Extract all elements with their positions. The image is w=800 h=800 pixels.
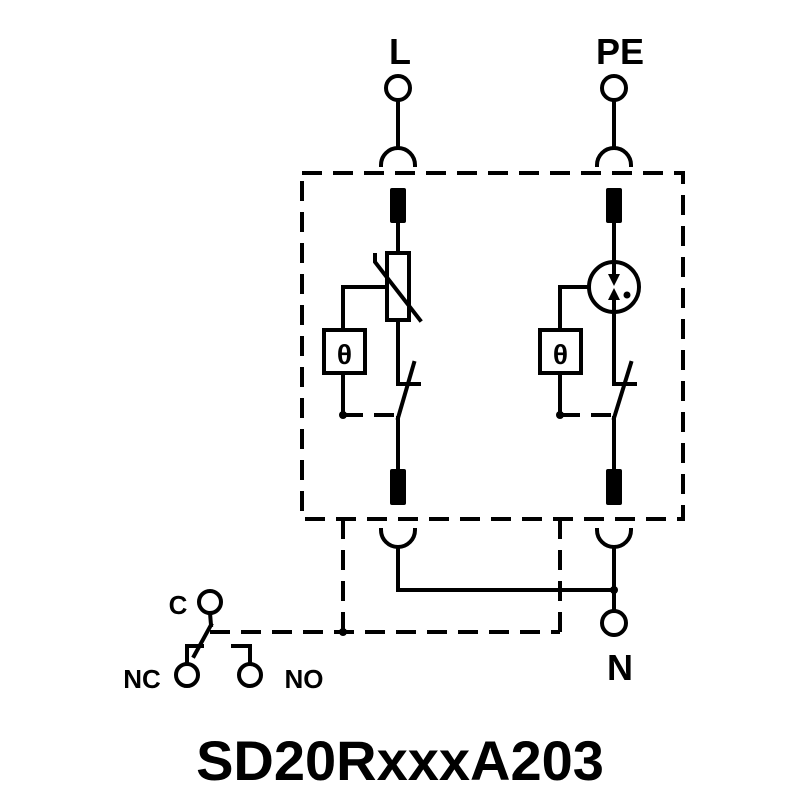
- relay-label-nc: NC: [123, 664, 161, 694]
- theta-icon: θ: [553, 339, 568, 370]
- terminal-nc[interactable]: [174, 662, 200, 688]
- varistor-icon: [385, 251, 411, 322]
- terminal-label-n: N: [607, 647, 633, 688]
- fuse-top-left: [390, 188, 406, 223]
- module-boundary: [300, 171, 685, 521]
- bottom-connection: [378, 527, 634, 613]
- terminal-label-pe: PE: [596, 31, 644, 72]
- gas-discharge-branch: θ: [538, 188, 641, 505]
- theta-icon: θ: [337, 339, 352, 370]
- model-title: SD20RxxxA203: [196, 729, 604, 792]
- terminal-label-l: L: [389, 31, 411, 72]
- terminal-no[interactable]: [237, 662, 263, 688]
- varistor-branch: θ: [322, 188, 423, 505]
- terminal-c[interactable]: [197, 589, 223, 615]
- fuse-bottom-left: [390, 469, 406, 505]
- terminal-n[interactable]: [600, 609, 628, 637]
- fuse-top-right: [606, 188, 622, 223]
- terminal-pe[interactable]: [594, 74, 634, 168]
- fuse-bottom-right: [606, 469, 622, 505]
- relay-label-no: NO: [285, 664, 324, 694]
- remote-signal-contact: [174, 589, 263, 688]
- terminal-l[interactable]: [378, 74, 418, 168]
- relay-label-c: C: [169, 590, 188, 620]
